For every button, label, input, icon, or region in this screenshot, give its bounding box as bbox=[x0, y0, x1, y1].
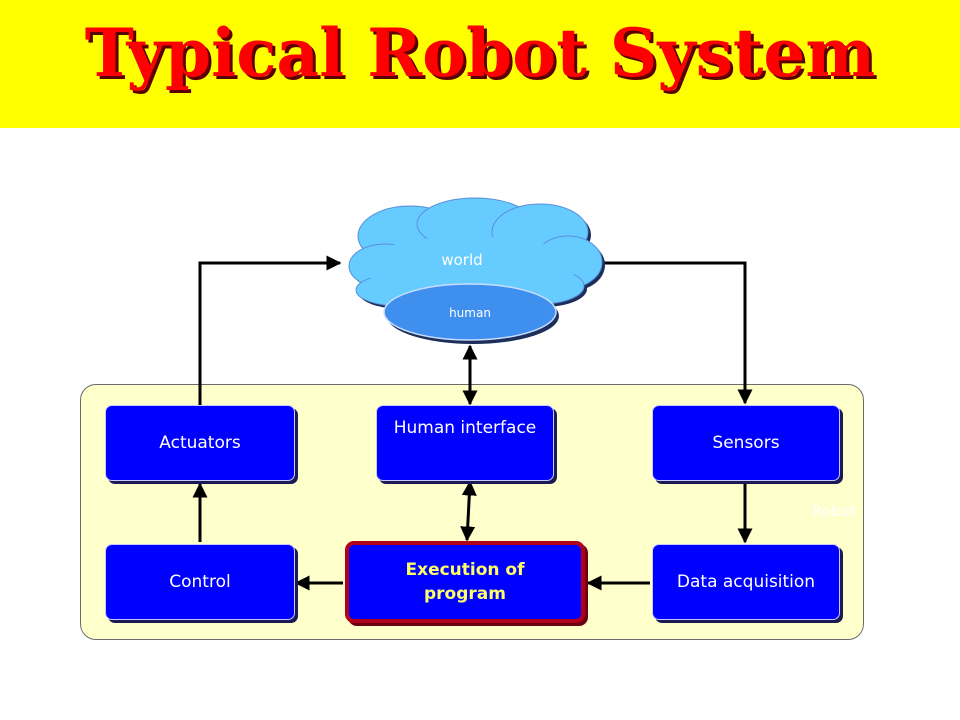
control-block: Control bbox=[105, 544, 295, 620]
world-label: world bbox=[441, 251, 482, 269]
actuators-block: Actuators bbox=[105, 405, 295, 481]
connector-actuators-to-world bbox=[198, 255, 342, 405]
connector-interface-to-execution bbox=[460, 480, 477, 542]
world-cloud: world bbox=[348, 197, 605, 309]
human-interface-block: Human interface bbox=[376, 405, 554, 481]
execution-label-line1: Execution of bbox=[405, 560, 525, 580]
execution-label-line2: program bbox=[424, 584, 506, 604]
slide-title: Typical Robot System bbox=[84, 14, 876, 92]
execution-block: Execution of program bbox=[345, 541, 585, 623]
title-bar bbox=[0, 0, 960, 128]
connector-world-to-sensors bbox=[598, 261, 753, 405]
human-node: human bbox=[383, 283, 559, 344]
robot-label: Robot bbox=[812, 502, 856, 520]
data-acquisition-block: Data acquisition bbox=[652, 544, 840, 620]
sensors-block: Sensors bbox=[652, 405, 840, 481]
human-label: human bbox=[449, 306, 491, 320]
